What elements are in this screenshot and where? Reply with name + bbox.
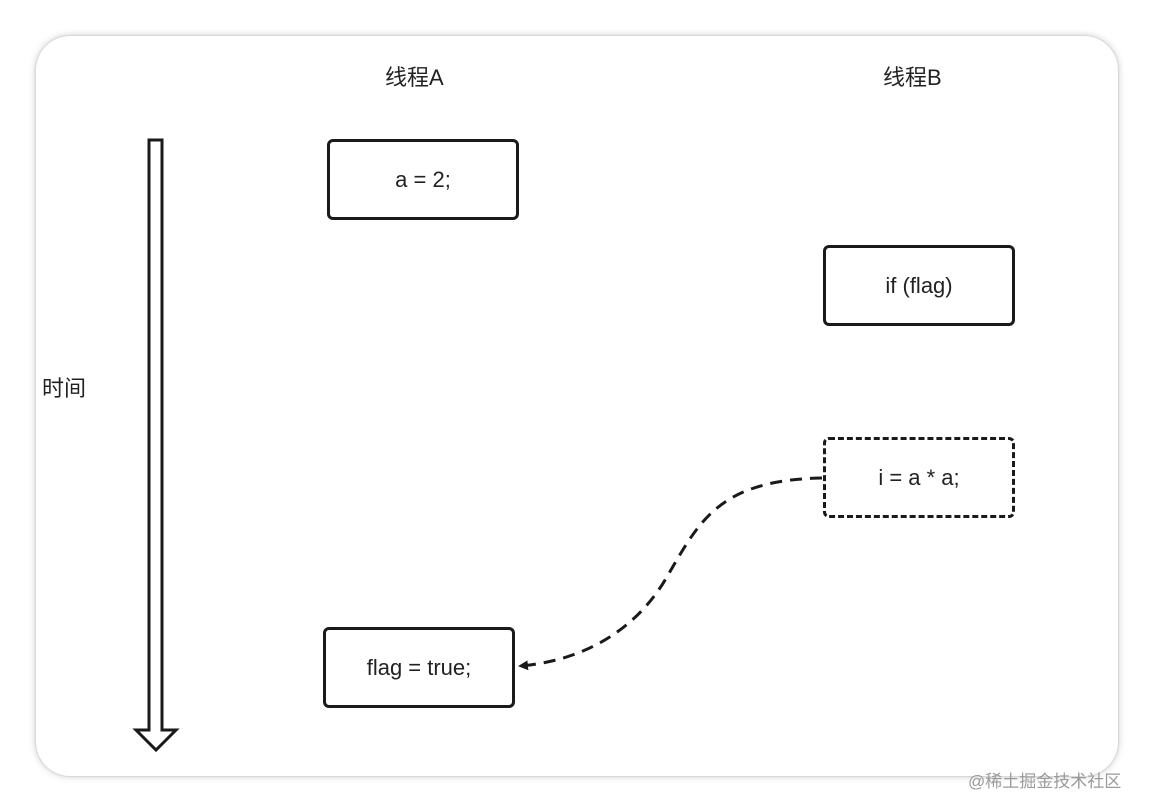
step-a-assign-text: a = 2; — [395, 166, 451, 192]
step-flag-assign-box: flag = true; — [323, 627, 515, 708]
lane-title-thread-b: 线程B — [883, 65, 942, 90]
diagram-card — [36, 36, 1118, 776]
step-if-flag-box: if (flag) — [823, 245, 1015, 326]
step-i-assign-text: i = a * a; — [878, 464, 960, 490]
step-i-assign-box: i = a * a; — [823, 437, 1015, 518]
reorder-arrow — [518, 476, 823, 671]
step-a-assign-box: a = 2; — [327, 139, 519, 220]
step-if-flag-text: if (flag) — [885, 272, 953, 298]
time-axis-label: 时间 — [42, 376, 87, 401]
watermark-text: @稀土掘金技术社区 — [968, 772, 1122, 791]
lane-title-thread-a: 线程A — [385, 65, 444, 90]
step-flag-assign-text: flag = true; — [366, 654, 472, 680]
time-arrow — [132, 138, 180, 753]
